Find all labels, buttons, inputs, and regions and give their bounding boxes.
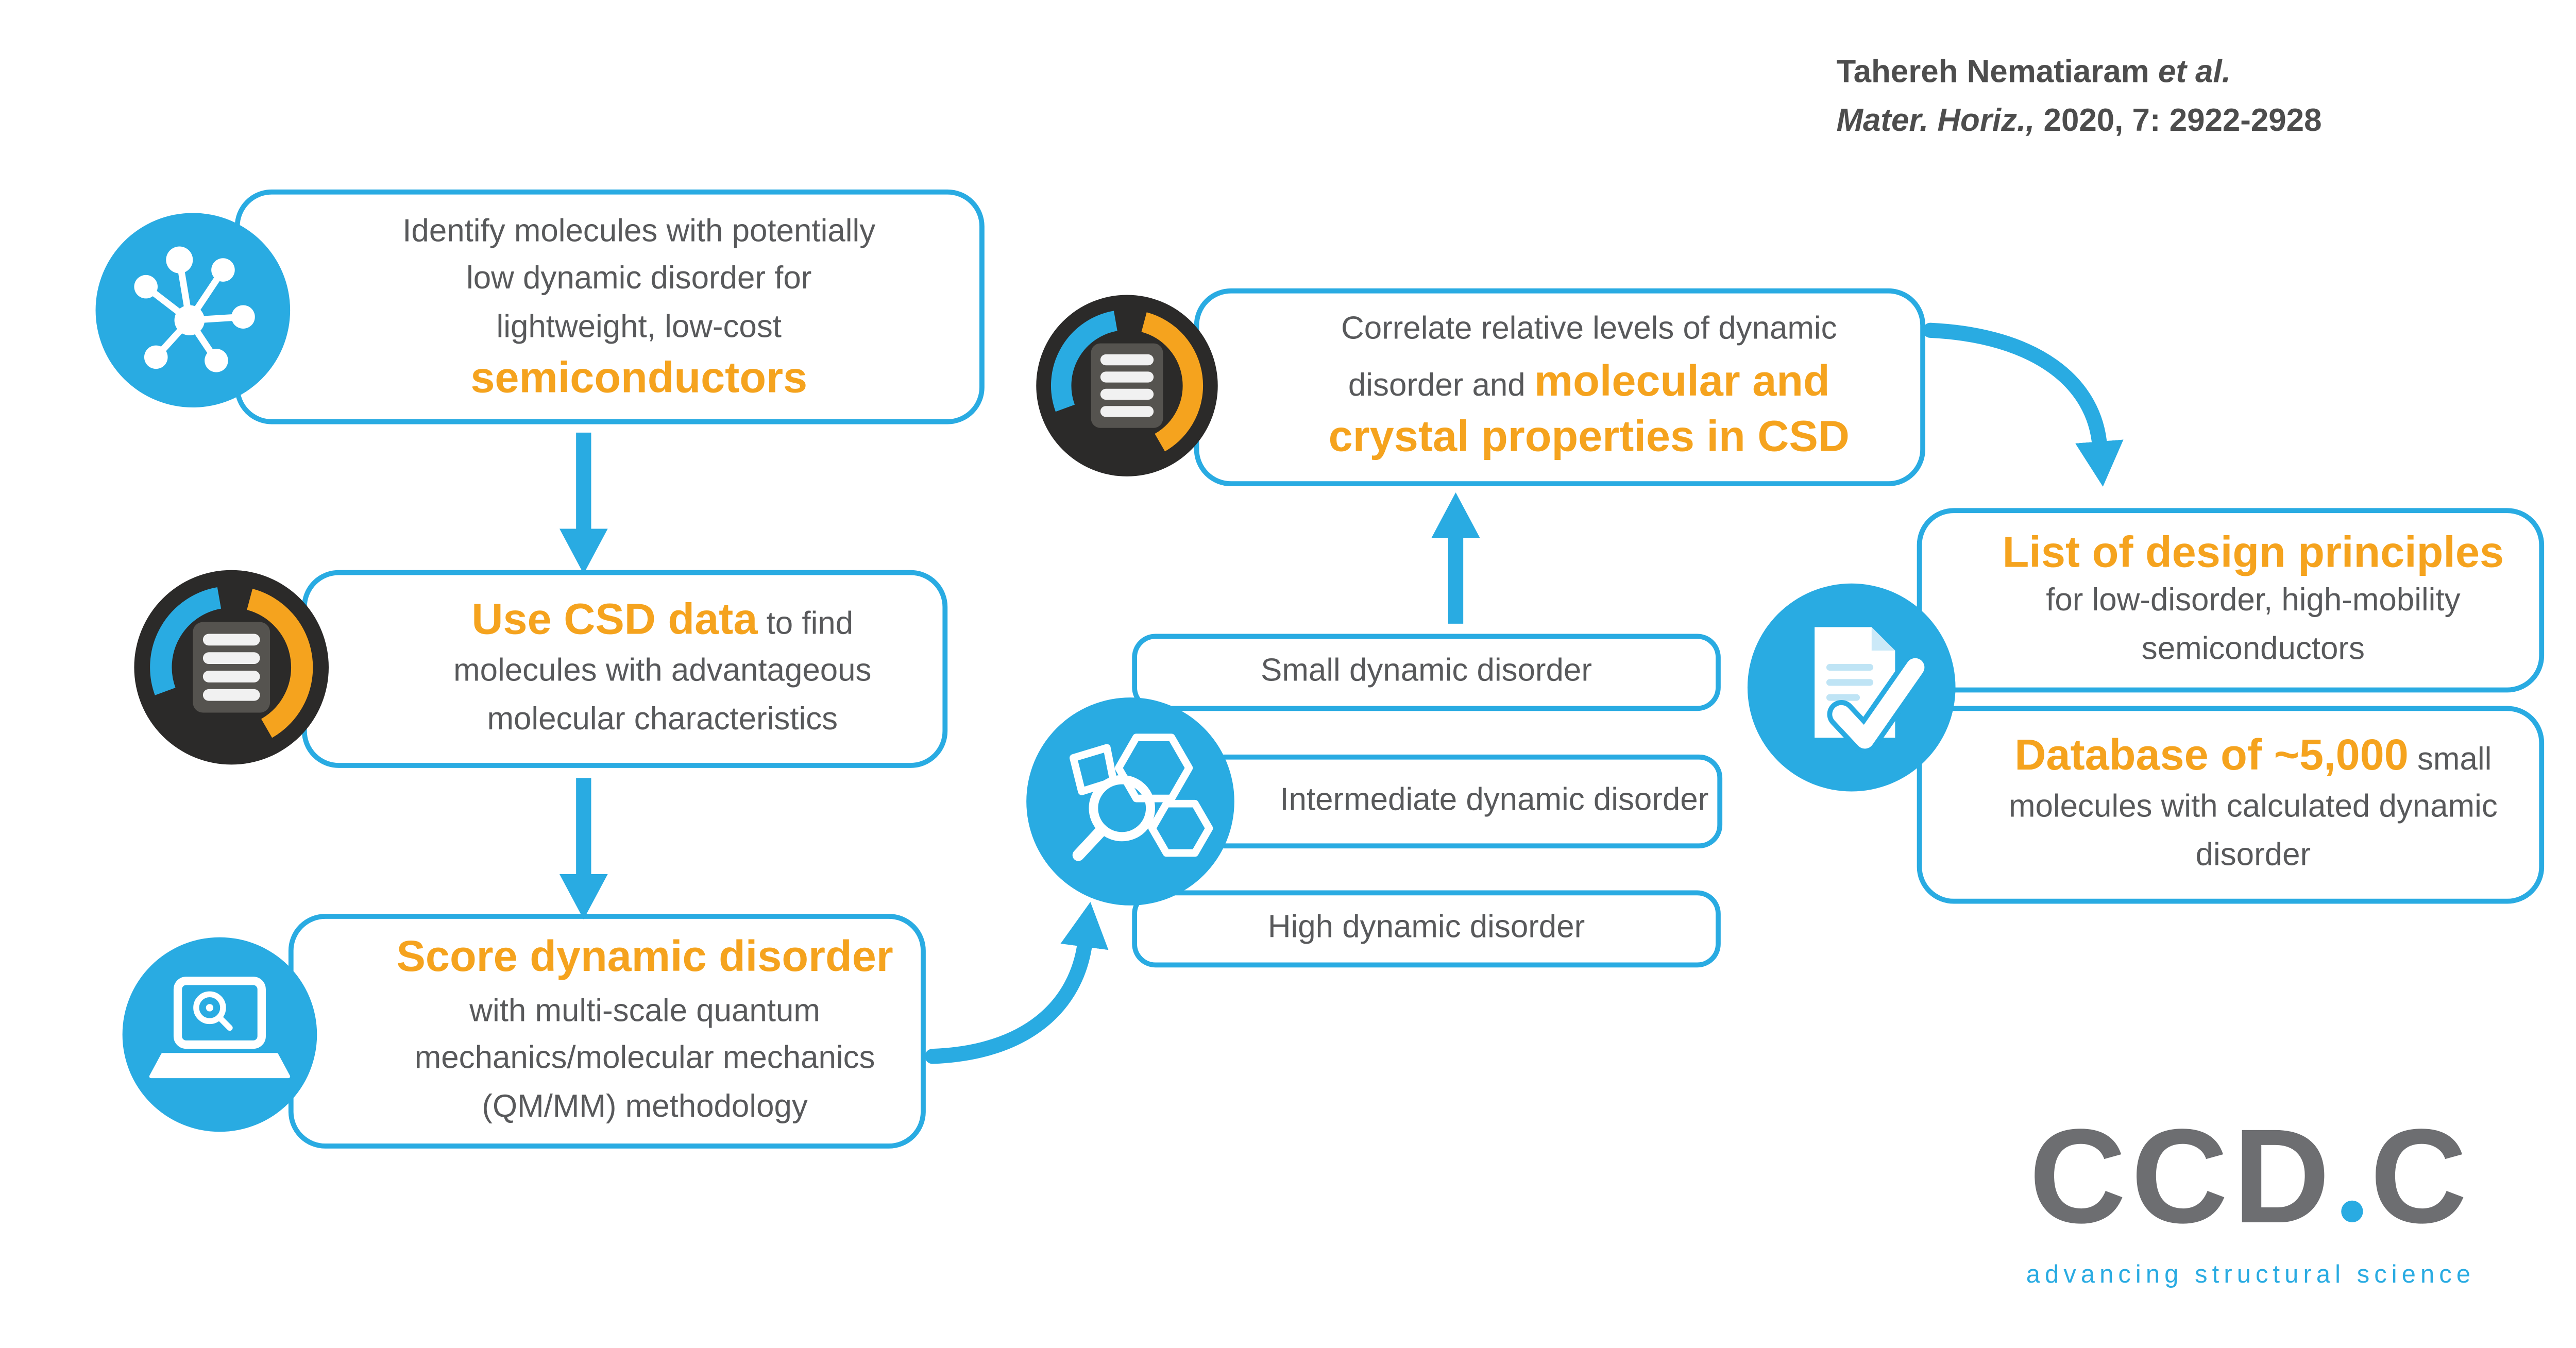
small-disorder-label: Small dynamic disorder xyxy=(1261,653,1592,689)
score-line-4: (QM/MM) methodology xyxy=(482,1089,808,1125)
use-csd-line-3: molecular characteristics xyxy=(487,702,838,738)
csd-database-icon xyxy=(131,567,332,768)
hexagons-magnifier-icon xyxy=(1026,697,1234,906)
citation-authors: Tahereh Nematiaram et al. xyxy=(1836,50,2321,98)
author-name: Tahereh Nematiaram xyxy=(1836,55,2158,91)
identify-line-3: lightweight, low-cost xyxy=(496,310,782,345)
score-highlight: Score dynamic disorder xyxy=(396,930,893,981)
use-csd-after: to find xyxy=(757,606,854,642)
design-highlight: List of design principles xyxy=(2002,526,2504,577)
correlate-line-2: disorder and molecular and xyxy=(1275,355,1904,411)
high-disorder-box: High dynamic disorder xyxy=(1132,890,1721,968)
small-disorder-box: Small dynamic disorder xyxy=(1132,634,1721,711)
use-csd-title-line: Use CSD data to find xyxy=(399,593,926,650)
citation-detail: 2020, 7: 2922-2928 xyxy=(2035,103,2322,139)
use-csd-box: Use CSD data to find molecules with adva… xyxy=(301,570,948,768)
score-line-2: with multi-scale quantum xyxy=(469,994,820,1030)
score-line-3: mechanics/molecular mechanics xyxy=(414,1042,875,1077)
logo-dot xyxy=(2342,1200,2364,1223)
correlate-line-3: crystal properties in CSD xyxy=(1275,411,1904,467)
arrow-score-to-levels xyxy=(925,902,1109,1064)
design-line-2: for low-disorder, high-mobility xyxy=(2046,584,2461,619)
database-line-3: disorder xyxy=(2195,838,2311,874)
correlate-line-1: Correlate relative levels of dynamic xyxy=(1341,312,1837,348)
design-principles-box: List of design principles for low-disord… xyxy=(1917,508,2545,693)
identify-highlight: semiconductors xyxy=(470,352,808,403)
citation-reference: Mater. Horiz., 2020, 7: 2922-2928 xyxy=(1836,98,2321,146)
database-line-2: molecules with calculated dynamic xyxy=(2008,790,2498,826)
laptop-search-icon xyxy=(122,937,317,1132)
identify-line-2: low dynamic disorder for xyxy=(466,262,812,297)
logo-letter-c: C xyxy=(2370,1101,2472,1251)
molecule-network-icon xyxy=(95,213,291,408)
use-csd-line-2: molecules with advantageous xyxy=(453,654,872,690)
database-box: Database of ~5,000 small molecules with … xyxy=(1917,706,2545,904)
logo-letters-ccd: CCD xyxy=(2029,1101,2335,1251)
correlate-line-2-highlight: molecular and xyxy=(1534,355,1830,405)
journal-name: Mater. Horiz., xyxy=(1836,103,2035,139)
citation-block: Tahereh Nematiaram et al. Mater. Horiz.,… xyxy=(1836,50,2321,146)
arrow-correlate-to-results xyxy=(1923,322,2124,487)
high-disorder-label: High dynamic disorder xyxy=(1267,910,1585,946)
etal-text: et al. xyxy=(2158,55,2231,91)
identify-box: Identify molecules with potentially low … xyxy=(234,189,985,424)
database-title-line: Database of ~5,000 small xyxy=(1980,729,2526,785)
database-highlight: Database of ~5,000 xyxy=(2014,729,2409,779)
correlate-line-2-pre: disorder and xyxy=(1348,368,1534,404)
use-csd-highlight: Use CSD data xyxy=(471,593,758,644)
correlate-box: Correlate relative levels of dynamic dis… xyxy=(1194,288,1925,487)
score-box: Score dynamic disorder with multi-scale … xyxy=(288,914,926,1149)
correlate-line-3-highlight: crystal properties in CSD xyxy=(1328,411,1850,462)
identify-line-1: Identify molecules with potentially xyxy=(402,214,876,249)
document-check-icon xyxy=(1747,583,1956,792)
ccdc-tagline: advancing structural science xyxy=(2026,1260,2476,1290)
intermediate-disorder-label: Intermediate dynamic disorder xyxy=(1280,783,1709,818)
csd-database-icon-2 xyxy=(1033,292,1221,480)
database-after: small xyxy=(2408,742,2492,778)
design-line-3: semiconductors xyxy=(2141,631,2365,667)
